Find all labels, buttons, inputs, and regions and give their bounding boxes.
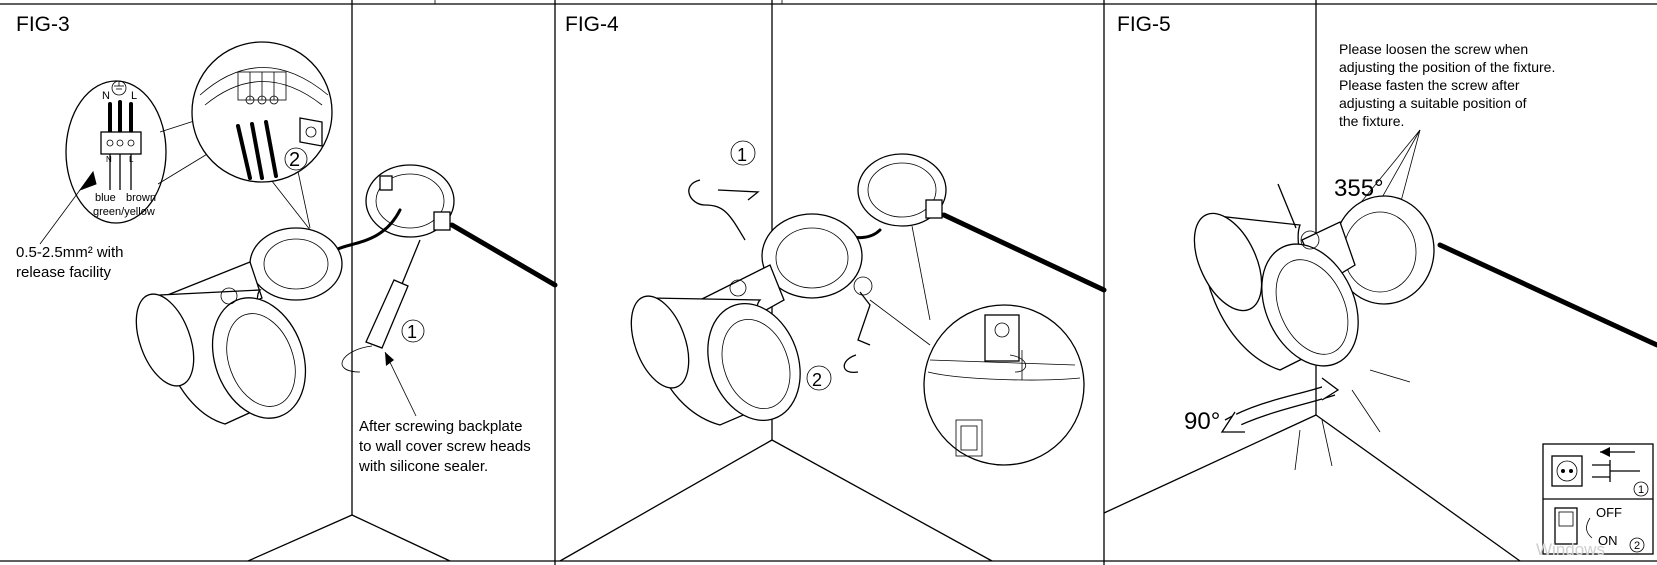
fig4-step-1-marker: 1 bbox=[737, 145, 747, 165]
fig3-step-1-marker: 1 bbox=[407, 322, 417, 342]
light-rays bbox=[1294, 369, 1411, 471]
rotation-arrow: 1 bbox=[688, 140, 760, 241]
power-off-instructions: 1 OFF ON 2 bbox=[1542, 443, 1654, 555]
fig-5-title: FIG-5 bbox=[1117, 13, 1171, 36]
wire-blue-label: blue bbox=[95, 192, 116, 204]
spotlight-fixture bbox=[1193, 183, 1359, 371]
bracket-detail-callout bbox=[923, 304, 1085, 466]
fig3-step-2-marker: 2 bbox=[289, 149, 300, 171]
allen-key-tool: 2 bbox=[806, 276, 873, 391]
power-step-1-marker: 1 bbox=[1638, 484, 1644, 496]
angle-vertical-label: 90° bbox=[1184, 408, 1220, 435]
screw-note-line-2: adjusting the position of the fixture. bbox=[1339, 59, 1555, 75]
screw-note-line-1: Please loosen the screw when bbox=[1339, 41, 1528, 57]
connector-zoom-callout: 2 bbox=[157, 41, 333, 241]
conductor-size-note-line-2: release facility bbox=[16, 264, 112, 281]
terminal-block-callout: N L N L blue brown green/yellow bbox=[39, 80, 167, 245]
wire-green-yellow-label: green/yellow bbox=[93, 206, 155, 218]
sealer-note-line-1: After screwing backplate bbox=[359, 418, 522, 435]
fig-5-panel: FIG-5 Please loosen the screw when adjus… bbox=[1103, 0, 1657, 562]
screw-note-line-5: the fixture. bbox=[1339, 113, 1404, 129]
spotlight-fixture bbox=[630, 213, 863, 426]
sealer-note-line-3: with silicone sealer. bbox=[358, 458, 488, 475]
terminal-label-n-small: N bbox=[106, 155, 112, 164]
fig4-step-2-marker: 2 bbox=[812, 370, 822, 390]
wall-junction-box bbox=[328, 164, 558, 288]
power-step-2-marker: 2 bbox=[1634, 540, 1640, 552]
tilt-arrow bbox=[1220, 377, 1340, 433]
terminal-label-n: N bbox=[102, 90, 110, 102]
fig-4-panel: FIG-4 1 bbox=[559, 0, 1107, 562]
screwdriver-tool: 1 bbox=[341, 239, 425, 417]
conductor-size-note-line-1: 0.5-2.5mm² with bbox=[16, 244, 124, 261]
wire-brown-label: brown bbox=[126, 192, 156, 204]
wall-corner bbox=[247, 0, 451, 562]
switch-on-label: ON bbox=[1598, 533, 1618, 548]
switch-off-label: OFF bbox=[1596, 505, 1622, 520]
watermark-text: Windows bbox=[1536, 540, 1605, 559]
fig-3-panel: FIG-3 N L N L bbox=[16, 0, 558, 562]
screw-note-line-3: Please fasten the screw after bbox=[1339, 77, 1520, 93]
sealer-note-line-2: to wall cover screw heads bbox=[359, 438, 531, 455]
fig-4-title: FIG-4 bbox=[565, 13, 619, 36]
terminal-label-l: L bbox=[131, 90, 137, 102]
fig-3-title: FIG-3 bbox=[16, 13, 70, 36]
wall-junction-box bbox=[1333, 195, 1657, 348]
screw-note-line-4: adjusting a suitable position of bbox=[1339, 95, 1527, 111]
spotlight-fixture bbox=[135, 227, 343, 425]
wall-junction-box bbox=[843, 153, 1107, 321]
